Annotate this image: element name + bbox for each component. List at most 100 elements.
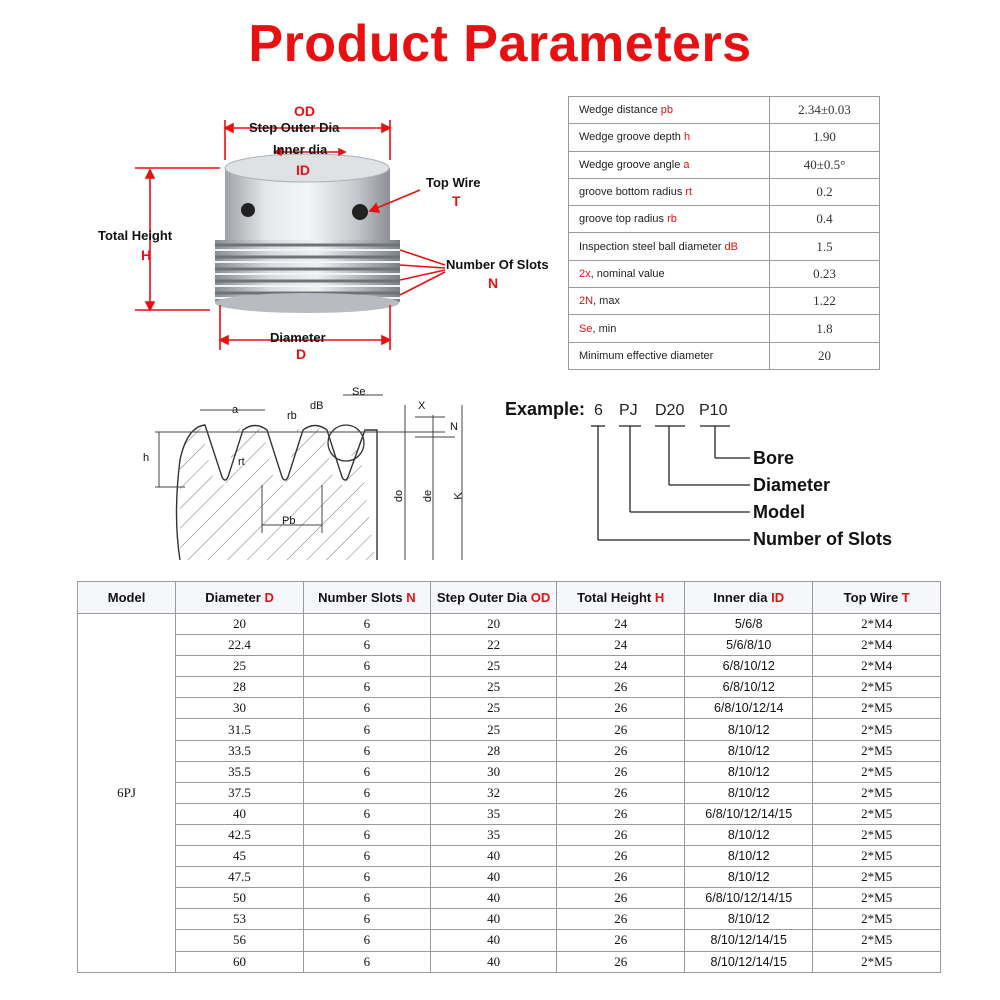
table-cell: 26 — [556, 676, 686, 699]
table-cell: 6/8/10/12/14/15 — [684, 802, 814, 825]
column-header: Number Slots N — [302, 581, 431, 614]
param-value: 20 — [769, 341, 880, 370]
table-cell: 6 — [302, 845, 431, 868]
table-cell: 2*M5 — [812, 739, 941, 762]
table-cell: 2*M5 — [812, 781, 941, 804]
profile-label-rb: rb — [287, 410, 297, 422]
param-name: 2x, nominal value — [568, 259, 770, 289]
table-cell: 2*M5 — [812, 845, 941, 868]
example-code-slots: 6 — [594, 402, 603, 419]
table-cell: 25 — [429, 676, 558, 699]
table-cell: 35 — [429, 802, 558, 825]
table-cell: 6 — [302, 655, 431, 678]
table-cell: 2*M5 — [812, 866, 941, 889]
table-cell: 32 — [429, 781, 558, 804]
table-cell: 42.5 — [175, 823, 304, 847]
param-value: 1.8 — [769, 314, 880, 343]
param-value: 0.4 — [769, 205, 880, 234]
table-cell: 2*M4 — [812, 655, 941, 678]
column-header: Inner dia ID — [684, 581, 814, 614]
table-cell: 26 — [556, 697, 686, 720]
pulley-grooves — [215, 240, 400, 302]
groove-profile-diagram — [155, 394, 463, 561]
table-cell: 26 — [556, 760, 686, 783]
profile-label-se: Se — [352, 386, 366, 398]
table-cell: 8/10/12/14/15 — [684, 929, 814, 952]
table-cell: 6 — [302, 866, 431, 889]
profile-label-db: dB — [310, 400, 324, 412]
table-cell: 6 — [302, 697, 431, 720]
table-cell: 2*M5 — [812, 697, 941, 720]
inner-dia-label: Inner dia — [273, 142, 328, 157]
table-cell: 24 — [556, 634, 686, 657]
column-header: Diameter D — [175, 581, 304, 614]
table-cell: 6 — [302, 908, 431, 931]
table-cell: 56 — [175, 929, 304, 952]
table-cell: 6/8/10/12/14 — [684, 697, 814, 720]
table-cell: 8/10/12/14/15 — [684, 950, 814, 973]
table-cell: 2*M5 — [812, 950, 941, 973]
total-height-label: Total Height — [98, 228, 173, 243]
column-header: Model — [76, 581, 177, 614]
table-cell: 30 — [175, 697, 304, 720]
table-cell: 6 — [302, 760, 431, 783]
table-cell: 40 — [429, 950, 558, 973]
example-code-bore: P10 — [699, 402, 728, 419]
param-value: 1.5 — [769, 232, 880, 261]
table-cell: 8/10/12 — [684, 739, 814, 762]
table-cell: 40 — [429, 908, 558, 931]
table-cell: 40 — [429, 845, 558, 868]
profile-label-pb: Pb — [282, 515, 296, 527]
param-value: 0.23 — [769, 259, 880, 289]
table-cell: 26 — [556, 950, 686, 973]
column-header: Total Height H — [556, 581, 686, 614]
table-cell: 2*M4 — [812, 634, 941, 657]
table-cell: 8/10/12 — [684, 760, 814, 783]
param-value: 1.90 — [769, 123, 880, 152]
table-cell: 60 — [175, 950, 304, 973]
t-label: T — [452, 193, 461, 209]
table-cell: 6 — [302, 887, 431, 910]
param-name: Wedge groove depth h — [568, 123, 770, 152]
table-cell: 26 — [556, 845, 686, 868]
profile-label-k: K — [452, 492, 465, 500]
step-outer-dia-label: Step Outer Dia — [249, 120, 340, 135]
table-cell: 6/8/10/12 — [684, 676, 814, 699]
table-cell: 6 — [302, 781, 431, 804]
table-cell: 8/10/12 — [684, 866, 814, 889]
table-cell: 24 — [556, 655, 686, 678]
top-wire-label: Top Wire — [426, 175, 481, 190]
table-cell: 6 — [302, 676, 431, 699]
table-cell: 26 — [556, 929, 686, 952]
legend-model: Model — [753, 502, 805, 522]
table-cell: 2*M4 — [812, 612, 941, 636]
model-cell: 6PJ — [76, 613, 177, 973]
profile-label-de: de — [422, 489, 435, 503]
table-cell: 28 — [175, 676, 304, 699]
table-cell: 33.5 — [175, 739, 304, 762]
table-cell: 37.5 — [175, 781, 304, 804]
table-cell: 20 — [429, 612, 558, 636]
page-title: Product Parameters — [248, 15, 752, 73]
table-cell: 6 — [302, 634, 431, 657]
table-cell: 26 — [556, 781, 686, 804]
table-cell: 26 — [556, 802, 686, 825]
param-name: groove bottom radius rt — [568, 177, 770, 207]
table-cell: 6 — [302, 739, 431, 762]
param-name: Minimum effective diameter — [568, 341, 770, 370]
